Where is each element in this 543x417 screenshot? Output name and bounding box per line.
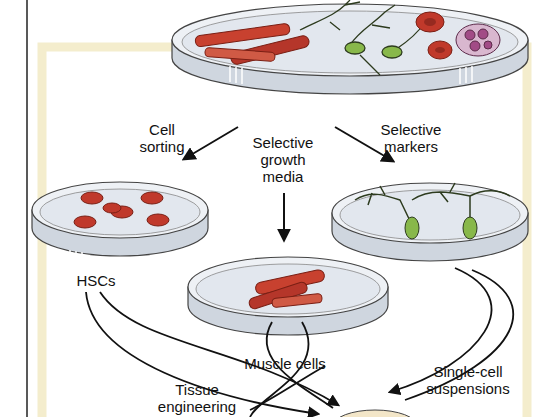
dish-floor — [182, 11, 518, 73]
clustered-cells — [456, 24, 500, 56]
margin-rule — [26, 0, 28, 417]
dish-rim — [172, 4, 528, 76]
blood-cells — [416, 12, 452, 59]
step-label: HSCs — [66, 272, 126, 289]
flow-arrows — [184, 127, 393, 240]
hsc-dish — [32, 182, 208, 264]
muscle-dish — [188, 257, 388, 343]
wall-ticks — [230, 66, 472, 84]
mixed-cell-dish — [172, 0, 528, 94]
neuron-dish — [332, 183, 528, 269]
step-label: Selective markers — [371, 121, 451, 155]
step-label: Single-cell suspensions — [408, 363, 528, 397]
step-label: Tissue engineering — [147, 381, 247, 415]
neurons — [300, 0, 425, 75]
step-label: Muscle cells — [230, 355, 340, 372]
muscle-fibers — [195, 23, 311, 65]
step-label: Selective growth media — [247, 134, 319, 185]
recipient-shape — [333, 410, 417, 417]
step-label: Cell sorting — [131, 121, 193, 155]
